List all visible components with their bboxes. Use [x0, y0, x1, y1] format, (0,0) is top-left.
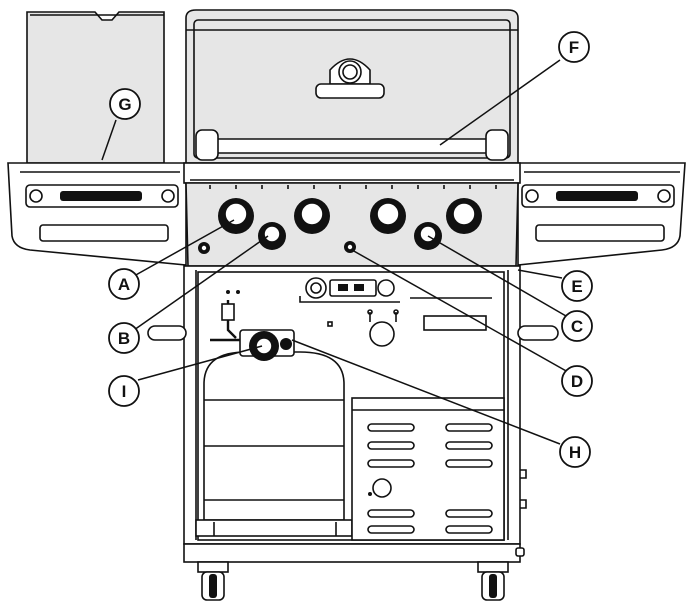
main-burner-knob [218, 198, 254, 234]
main-burner-knob [294, 198, 330, 234]
callout-h: H [559, 436, 591, 468]
callout-b: B [108, 322, 140, 354]
callout-c-label: C [571, 317, 583, 336]
manifold-fittings [226, 277, 492, 367]
main-burner-knob [370, 198, 406, 234]
main-lid [185, 9, 519, 164]
callout-e-label: E [571, 277, 582, 296]
callout-h-label: H [569, 443, 581, 462]
callout-c: C [561, 310, 593, 342]
callout-leaders [101, 59, 569, 445]
control-panel [183, 162, 521, 267]
left-shelf-lid [26, 11, 165, 164]
right-side-shelf [517, 162, 686, 266]
left-caster [197, 561, 229, 601]
storage-cabinet [351, 397, 505, 541]
callout-i: I [108, 375, 140, 407]
side-burner-knob [258, 222, 286, 250]
lid-handle [195, 129, 509, 161]
callout-b-label: B [118, 329, 130, 348]
main-burner-knob [446, 198, 482, 234]
cart-base [183, 543, 525, 563]
callout-a: A [108, 268, 140, 300]
left-side-shelf [7, 162, 187, 266]
callout-f: F [558, 31, 590, 63]
callout-g: G [109, 88, 141, 120]
callout-d: D [561, 365, 593, 397]
callout-e: E [561, 270, 593, 302]
callout-g-label: G [118, 95, 131, 114]
regulator-valve [210, 300, 295, 361]
callout-i-label: I [122, 382, 127, 401]
callout-d-label: D [571, 372, 583, 391]
thermometer-icon [315, 58, 385, 99]
callout-f-label: F [569, 38, 579, 57]
callout-a-label: A [118, 275, 130, 294]
right-caster [477, 561, 509, 601]
propane-tank [195, 351, 353, 537]
